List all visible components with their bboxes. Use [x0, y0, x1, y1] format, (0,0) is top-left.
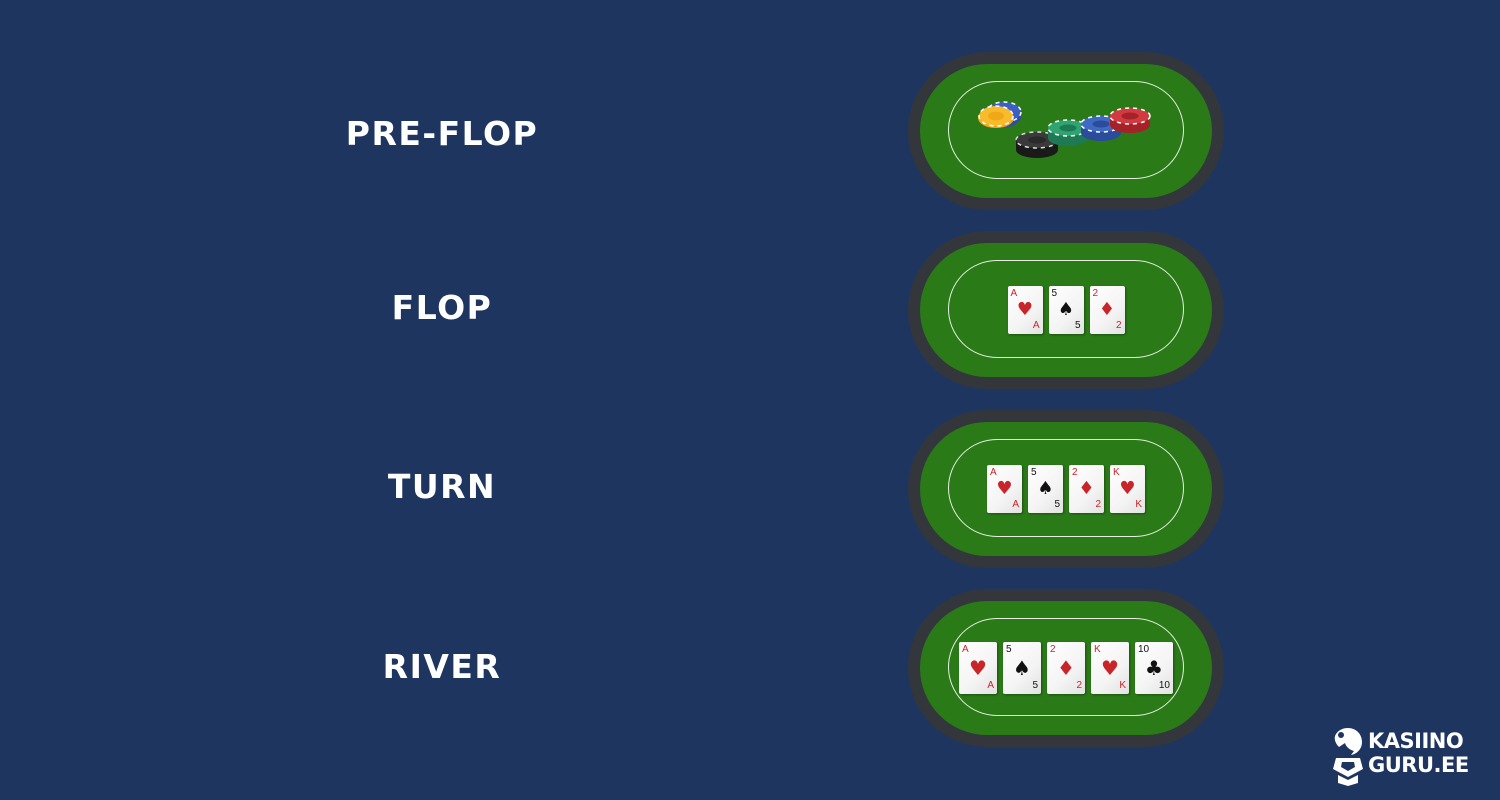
playing-card: 5 ♠ 5 [1048, 286, 1084, 334]
poker-table-turn: A ♥ A 5 ♠ 5 2 ♦ 2 K ♥ K [908, 410, 1224, 568]
playing-card: 10 ♣ 10 [1135, 642, 1173, 694]
community-cards: A ♥ A 5 ♠ 5 2 ♦ 2 K ♥ K [908, 410, 1224, 568]
heart-suit-icon: ♥ [969, 656, 987, 680]
card-rank: A [1032, 320, 1040, 331]
heart-suit-icon: ♥ [996, 478, 1013, 499]
card-rank: 5 [1054, 499, 1060, 510]
card-rank: 10 [1158, 680, 1170, 691]
heart-suit-icon: ♥ [1016, 299, 1034, 320]
card-rank: 2 [1050, 644, 1056, 655]
card-rank: K [1113, 467, 1120, 478]
card-rank: A [962, 644, 969, 655]
card-rank: A [987, 680, 994, 691]
community-cards: A ♥ A 5 ♠ 5 2 ♦ 2 K ♥ K 10 ♣ 10 [908, 589, 1224, 747]
table-line [948, 260, 1184, 358]
logo-line-1: KASIINO [1368, 729, 1464, 753]
card-rank: 2 [1076, 680, 1082, 691]
card-rank: A [1012, 499, 1019, 510]
guru-mascot-icon [1333, 728, 1363, 786]
playing-card: 2 ♦ 2 [1089, 286, 1125, 334]
diamond-suit-icon: ♦ [1078, 478, 1095, 499]
card-rank: A [990, 467, 997, 478]
heart-suit-icon: ♥ [1101, 656, 1119, 680]
playing-card: 5 ♠ 5 [1003, 642, 1041, 694]
card-rank: 5 [1032, 680, 1038, 691]
card-rank: K [1119, 680, 1126, 691]
card-rank: K [1094, 644, 1101, 655]
card-rank: K [1135, 499, 1142, 510]
playing-card: A ♥ A [1007, 286, 1043, 334]
chip-stack-red-icon [1109, 107, 1151, 133]
stage-label-turn: TURN [387, 467, 497, 506]
chip-stack-black-icon [1015, 131, 1059, 158]
community-cards: A ♥ A 5 ♠ 5 2 ♦ 2 [908, 231, 1224, 389]
stage-label-river: RIVER [382, 647, 502, 686]
playing-card: K ♥ K [1091, 642, 1129, 694]
table-line [948, 439, 1184, 537]
card-rank: 5 [1074, 320, 1081, 331]
kasiinoguru-logo: KASIINO GURU.EE [1330, 725, 1485, 787]
table-line [948, 618, 1184, 716]
stage-label-pre-flop: PRE-FLOP [345, 114, 539, 153]
card-rank: 5 [1051, 288, 1058, 299]
club-suit-icon: ♣ [1145, 656, 1163, 680]
card-rank: 5 [1006, 644, 1012, 655]
playing-card: 2 ♦ 2 [1069, 465, 1104, 513]
playing-card: K ♥ K [1110, 465, 1145, 513]
card-rank: 5 [1031, 467, 1037, 478]
stage-label-flop: FLOP [391, 288, 493, 327]
heart-suit-icon: ♥ [1119, 478, 1136, 499]
card-rank: 2 [1092, 288, 1099, 299]
poker-table-river: A ♥ A 5 ♠ 5 2 ♦ 2 K ♥ K 10 ♣ 10 [908, 589, 1224, 747]
spade-suit-icon: ♠ [1013, 656, 1031, 680]
spade-suit-icon: ♠ [1037, 478, 1054, 499]
card-rank: 2 [1095, 499, 1101, 510]
playing-card: A ♥ A [959, 642, 997, 694]
card-rank: 2 [1115, 320, 1122, 331]
diamond-suit-icon: ♦ [1057, 656, 1075, 680]
chip-pile-yellow-icon [978, 101, 1022, 128]
card-rank: 10 [1138, 644, 1150, 655]
logo-line-2: GURU.EE [1368, 753, 1469, 777]
playing-card: 5 ♠ 5 [1028, 465, 1063, 513]
poker-table-flop: A ♥ A 5 ♠ 5 2 ♦ 2 [908, 231, 1224, 389]
playing-card: A ♥ A [987, 465, 1022, 513]
poker-table-pre-flop [908, 52, 1224, 210]
playing-card: 2 ♦ 2 [1047, 642, 1085, 694]
table-line [948, 81, 1184, 179]
card-rank: 2 [1072, 467, 1078, 478]
spade-suit-icon: ♠ [1057, 299, 1075, 320]
diamond-suit-icon: ♦ [1098, 299, 1116, 320]
chip-stack-green-icon [1047, 119, 1089, 146]
card-rank: A [1010, 288, 1018, 299]
chip-stacks-icon [978, 101, 1151, 158]
